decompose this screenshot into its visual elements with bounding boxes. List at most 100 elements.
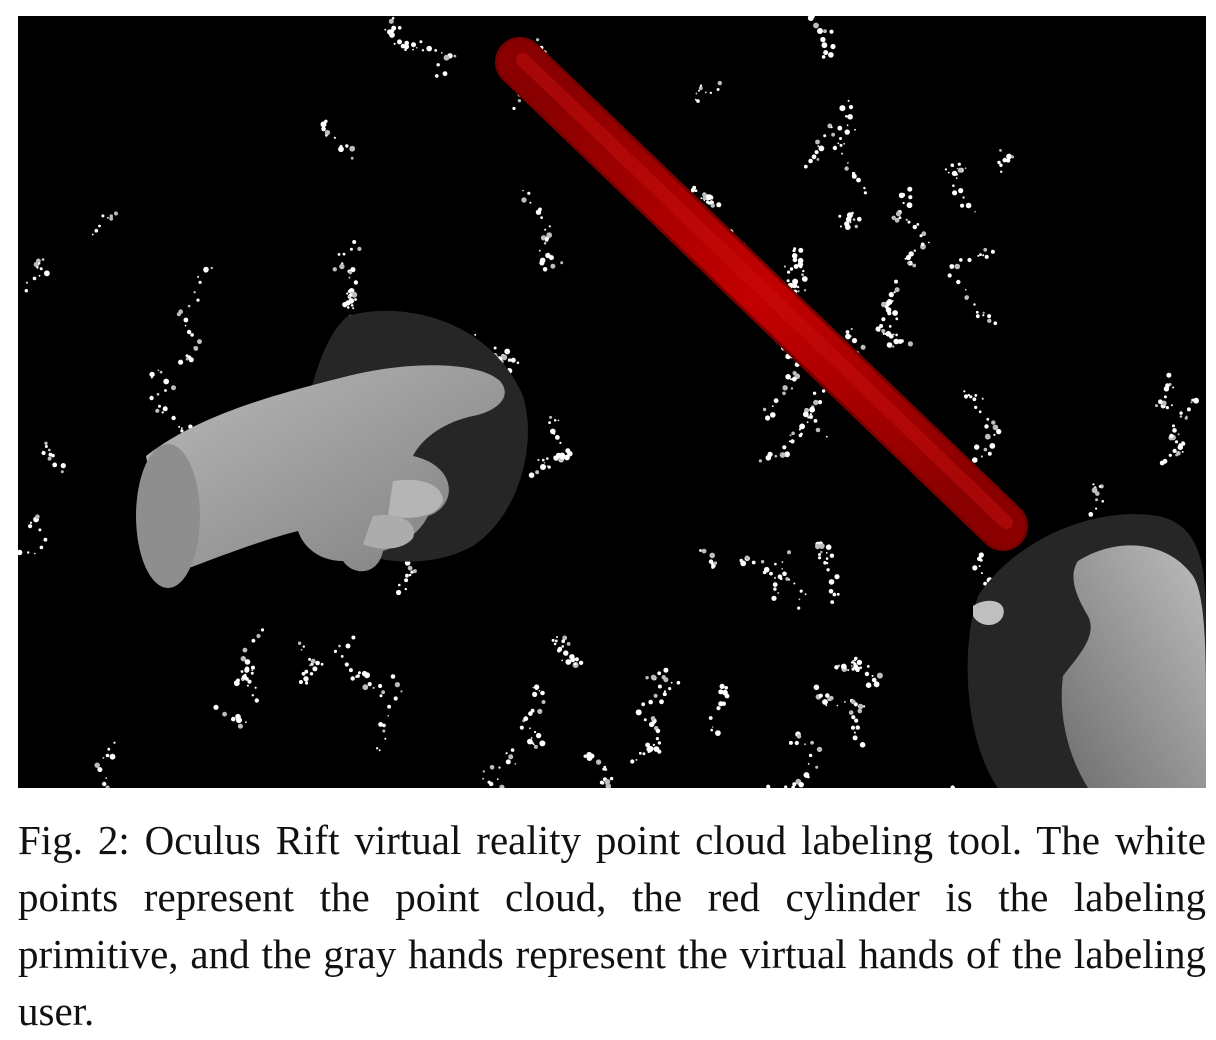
point-cloud-point: [519, 725, 524, 730]
point-cloud-point: [977, 254, 980, 257]
point-cloud-point: [157, 369, 160, 372]
point-cloud-point: [44, 270, 50, 277]
point-cloud-point: [559, 441, 562, 444]
point-cloud-point: [114, 211, 118, 216]
point-cloud-point: [857, 703, 864, 710]
point-cloud-point: [765, 415, 771, 421]
point-cloud-point: [782, 385, 788, 391]
point-cloud-point: [825, 435, 828, 438]
point-cloud-point: [846, 217, 850, 221]
point-cloud-point: [791, 376, 797, 382]
point-cloud-point: [102, 756, 105, 759]
right-virtual-hand: [967, 514, 1206, 788]
point-cloud-point: [309, 672, 314, 676]
point-cloud-point: [803, 289, 807, 292]
point-cloud-point: [91, 233, 94, 236]
point-cloud-point: [630, 759, 635, 764]
point-cloud-point: [773, 576, 777, 580]
point-cloud-point: [813, 419, 818, 423]
point-cloud-point: [1181, 441, 1185, 445]
point-cloud-point: [38, 262, 41, 265]
point-cloud-point: [694, 98, 697, 101]
point-cloud-point: [333, 136, 336, 139]
point-cloud-point: [312, 666, 318, 672]
point-cloud-point: [900, 339, 904, 343]
point-cloud-point: [184, 324, 187, 327]
point-cloud-point: [947, 171, 950, 174]
point-cloud-point: [884, 332, 888, 336]
point-cloud-point: [171, 415, 176, 421]
point-cloud-point: [650, 674, 657, 680]
point-cloud-point: [305, 681, 309, 685]
point-cloud-point: [517, 99, 521, 103]
point-cloud-point: [993, 321, 998, 326]
point-cloud-point: [653, 693, 658, 698]
point-cloud-point: [523, 716, 529, 722]
point-cloud-point: [716, 88, 720, 91]
point-cloud-point: [987, 318, 992, 323]
point-cloud-point: [197, 339, 202, 345]
point-cloud-point: [498, 766, 501, 769]
point-cloud-point: [808, 753, 813, 758]
point-cloud-point: [648, 699, 653, 705]
point-cloud-point: [188, 357, 194, 363]
point-cloud-point: [771, 595, 777, 601]
point-cloud-point: [845, 333, 851, 340]
point-cloud-point: [792, 278, 799, 285]
point-cloud-point: [474, 333, 477, 336]
point-cloud-point: [852, 659, 855, 662]
point-cloud-point: [658, 729, 661, 732]
point-cloud-point: [561, 645, 564, 648]
point-cloud-point: [1006, 158, 1011, 163]
point-cloud-point: [877, 329, 880, 332]
point-cloud-point: [765, 455, 772, 461]
point-cloud-point: [1095, 491, 1100, 496]
point-cloud-point: [298, 680, 303, 684]
point-cloud-point: [866, 665, 870, 668]
point-cloud-point: [821, 42, 828, 49]
point-cloud-point: [892, 310, 898, 316]
point-cloud-point: [815, 139, 820, 145]
point-cloud-point: [186, 329, 192, 335]
point-cloud-point: [987, 451, 992, 456]
point-cloud-point: [849, 221, 852, 224]
point-cloud-point: [578, 660, 584, 665]
point-cloud-point: [823, 50, 829, 56]
point-cloud-point: [149, 395, 154, 401]
point-cloud-point: [32, 276, 37, 281]
point-cloud-point: [39, 545, 44, 550]
point-cloud-point: [18, 549, 23, 556]
point-cloud-point: [832, 145, 838, 151]
point-cloud-point: [1095, 507, 1098, 510]
point-cloud-point: [848, 710, 854, 715]
point-cloud-point: [354, 298, 357, 301]
point-cloud-point: [237, 723, 243, 729]
point-cloud-point: [43, 537, 48, 542]
point-cloud-point: [1163, 386, 1170, 392]
point-cloud-point: [980, 455, 984, 458]
point-cloud-point: [788, 440, 791, 443]
vr-labeling-figure: [18, 16, 1206, 788]
point-cloud-point: [825, 693, 830, 698]
point-cloud-point: [1177, 444, 1184, 451]
point-cloud-point: [894, 217, 900, 223]
point-cloud-point: [798, 782, 804, 788]
point-cloud-point: [562, 635, 568, 641]
point-cloud-point: [97, 767, 103, 773]
point-cloud-point: [378, 683, 383, 689]
point-cloud-point: [782, 391, 786, 396]
point-cloud-point: [793, 264, 799, 269]
point-cloud-point: [811, 154, 817, 160]
point-cloud-point: [787, 550, 791, 555]
point-cloud-point: [836, 592, 840, 596]
point-cloud-point: [851, 715, 856, 720]
left-virtual-hand: [136, 310, 528, 588]
point-cloud-point: [983, 247, 988, 252]
point-cloud-point: [102, 781, 107, 787]
point-cloud-point: [533, 744, 538, 749]
point-cloud-point: [659, 699, 664, 705]
point-cloud-point: [387, 714, 390, 717]
point-cloud-point: [387, 704, 391, 709]
point-cloud-point: [393, 696, 398, 701]
point-cloud-point: [955, 177, 958, 180]
